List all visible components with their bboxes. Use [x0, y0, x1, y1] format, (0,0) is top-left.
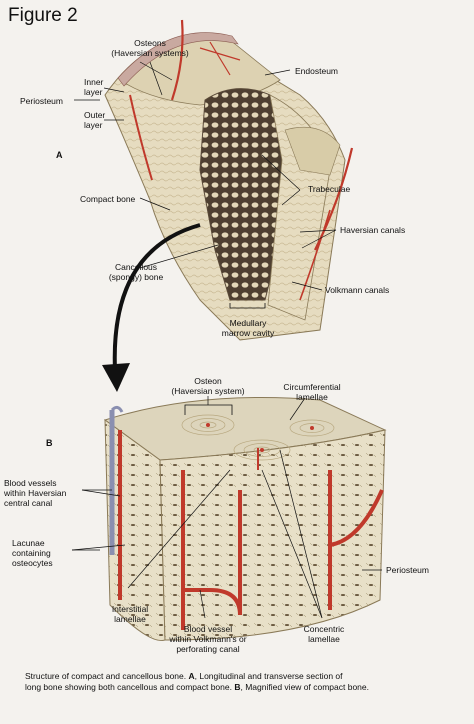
- medullary-bracket: [229, 303, 266, 309]
- label-outer-layer: Outer layer: [84, 110, 105, 130]
- periosteum-band: [117, 32, 239, 87]
- label-trabeculae: Trabeculae: [308, 184, 351, 194]
- label-endosteum: Endosteum: [295, 66, 338, 76]
- vessel-a2: [129, 94, 153, 181]
- caption-a: A: [188, 671, 195, 681]
- label-cancellous-line1: Cancellous: [114, 262, 158, 272]
- vessel-b-red3: [183, 490, 242, 616]
- label-haversian-canals: Haversian canals: [340, 225, 406, 235]
- vessel-b-red5: [329, 489, 384, 547]
- label-medullary-line2: marrow cavity: [221, 328, 275, 338]
- central-canal-2: [260, 448, 264, 452]
- label-circumferential-line1: Circumferential: [283, 382, 341, 392]
- central-canal-1: [206, 423, 210, 427]
- caption-b: B: [234, 682, 241, 692]
- label-osteons-line1: Osteons: [134, 38, 166, 48]
- figure-title: Figure 2: [8, 5, 78, 26]
- label-interstitial-line2: lamellae: [114, 614, 146, 624]
- label-medullary: Medullary marrow cavity: [212, 318, 284, 338]
- vessel-a4: [299, 209, 331, 301]
- label-layer2: layer: [84, 120, 103, 130]
- label-concentric-line2: lamellae: [308, 634, 340, 644]
- figure-caption: Structure of compact and cancellous bone…: [25, 671, 465, 693]
- label-inner-layer: Inner layer: [84, 77, 103, 97]
- label-layer1: layer: [84, 87, 103, 97]
- label-lac-line2: containing: [12, 548, 51, 558]
- label-bvv-line2: within Volkmann's or: [169, 634, 247, 644]
- label-bv-line1: Blood vessels: [4, 478, 57, 488]
- label-lac-line1: Lacunae: [12, 538, 45, 548]
- panel-b-label: B: [46, 438, 53, 448]
- leader-lines: [71, 61, 382, 619]
- label-bvv-line1: Blood vessel: [183, 624, 233, 634]
- osteon-bracket: [184, 404, 233, 415]
- central-canal-3: [310, 426, 314, 430]
- cancellous-interior: [199, 88, 286, 301]
- label-cancellous: Cancellous (spongy) bone: [100, 262, 172, 282]
- vessel-a1: [170, 19, 184, 101]
- lower-wedge: [284, 126, 341, 176]
- label-osteon: Osteon (Haversian system): [168, 376, 248, 396]
- label-volkmann-canals: Volkmann canals: [325, 285, 390, 295]
- caption-line1-post: , Longitudinal and transverse section of: [194, 671, 343, 681]
- label-medullary-line1: Medullary: [229, 318, 267, 328]
- label-interstitial: Interstitial lamellae: [102, 604, 158, 624]
- label-cancellous-line2: (spongy) bone: [108, 272, 164, 282]
- label-osteon-line1: Osteon: [194, 376, 222, 386]
- caption-line2: long bone showing both cancellous and co…: [25, 682, 465, 693]
- vessel-a5: [199, 41, 241, 76]
- transition-arrow-head: [102, 363, 130, 392]
- transition-arrow: [112, 223, 201, 371]
- label-osteon-line2: (Haversian system): [171, 386, 245, 396]
- vessel-b-blue-top: [110, 405, 124, 413]
- label-outer: Outer: [84, 110, 106, 120]
- caption-line2-pre: long bone showing both cancellous and co…: [25, 682, 235, 692]
- label-osteons-line2: (Haversian systems): [111, 48, 189, 58]
- label-circumferential-line2: lamellae: [296, 392, 328, 402]
- label-circumferential: Circumferential lamellae: [272, 382, 352, 402]
- label-lacunae: Lacunae containing osteocytes: [12, 538, 53, 568]
- label-blood-vessels: Blood vessels within Haversian central c…: [4, 478, 66, 508]
- caption-line1-pre: Structure of compact and cancellous bone…: [25, 671, 189, 681]
- caption-line1: Structure of compact and cancellous bone…: [25, 671, 465, 682]
- label-lac-line3: osteocytes: [12, 558, 53, 568]
- label-concentric: Concentric lamellae: [294, 624, 354, 644]
- osteon-rings: [181, 414, 335, 461]
- label-periosteum-a: Periosteum: [20, 96, 63, 106]
- label-bv-line2: within Haversian: [4, 488, 67, 498]
- label-blood-vessel-volkmann: Blood vessel within Volkmann's or perfor…: [160, 624, 256, 654]
- label-bvv-line3: perforating canal: [176, 644, 240, 654]
- label-bv-line3: central canal: [4, 498, 53, 508]
- label-concentric-line1: Concentric: [303, 624, 345, 634]
- caption-line2-post: , Magnified view of compact bone.: [240, 682, 369, 692]
- label-periosteum-b: Periosteum: [386, 565, 429, 575]
- label-interstitial-line1: Interstitial: [111, 604, 149, 614]
- label-osteons: Osteons (Haversian systems): [110, 38, 190, 58]
- label-inner: Inner: [84, 77, 104, 87]
- label-compact-bone: Compact bone: [80, 194, 136, 204]
- panel-a-label: A: [56, 150, 63, 160]
